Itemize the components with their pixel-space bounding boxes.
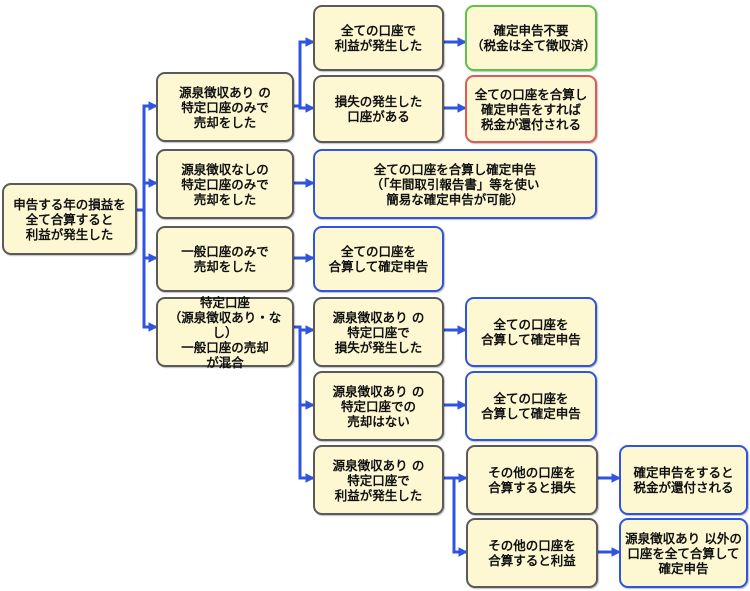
node-a1-text: 源泉徴収あり の 特定口座のみで 売却をした: [179, 84, 271, 130]
node-b5-text: 源泉徴収あり の 特定口座で 損失が発生した: [332, 309, 425, 355]
node-c3: 全ての口座を 合算して確定申告: [465, 297, 597, 367]
node-b4-text: 全ての口座を 合算して確定申告: [328, 244, 429, 274]
node-b2: 損失の発生した 口座がある: [313, 75, 444, 143]
node-d2-text: 源泉徴収あり 以外の 口座を全て合算して 確定申告: [625, 530, 742, 576]
node-c6-text: その他の口座を 合算すると利益: [488, 538, 576, 568]
node-c5-text: その他の口座を 合算すると損失: [488, 465, 576, 495]
node-c2: 全ての口座を合算し 確定申告をすれば 税金が還付される: [465, 75, 597, 143]
connector-a1-trunk: [292, 40, 302, 110]
node-c3-text: 全ての口座を 合算して確定申告: [481, 317, 581, 347]
node-d1: 確定申告をすると 税金が還付される: [619, 445, 748, 515]
node-a1: 源泉徴収あり の 特定口座のみで 売却をした: [156, 72, 294, 142]
node-c4: 全ての口座を 合算して確定申告: [465, 371, 597, 441]
node-c4-text: 全ての口座を 合算して確定申告: [481, 391, 581, 421]
node-c1-text: 確定申告不要 （税金は全て徴収済）: [471, 23, 597, 53]
node-root-text: 申告する年の損益を 全て合算すると 利益が発生した: [13, 196, 126, 242]
node-b3: 全ての口座を合算し確定申告 （「年間取引報告書」等を使い 簡易な確定申告が可能）: [313, 149, 597, 219]
node-c1: 確定申告不要 （税金は全て徴収済）: [465, 5, 597, 71]
node-b6: 源泉徴収あり の 特定口座での 売却はない: [313, 371, 444, 441]
connector-root-trunk: [135, 104, 146, 329]
node-b1: 全ての口座で 利益が発生した: [313, 5, 444, 71]
node-d2: 源泉徴収あり 以外の 口座を全て合算して 確定申告: [619, 518, 748, 588]
node-a4: 特定口座 （源泉徴収あり・なし） 一般口座の売却 が混合: [156, 294, 294, 370]
node-c5: その他の口座を 合算すると損失: [466, 445, 598, 515]
node-d1-text: 確定申告をすると 税金が還付される: [633, 465, 734, 495]
node-c2-text: 全ての口座を合算し 確定申告をすれば 税金が還付される: [474, 86, 588, 132]
connector-b7-trunk: [442, 476, 456, 554]
node-a4-text: 特定口座 （源泉徴収あり・なし） 一般口座の売却 が混合: [168, 294, 282, 370]
node-root: 申告する年の損益を 全て合算すると 利益が発生した: [2, 183, 137, 255]
node-b3-text: 全ての口座を合算し確定申告 （「年間取引報告書」等を使い 簡易な確定申告が可能）: [370, 161, 540, 207]
node-b4: 全ての口座を 合算して確定申告: [313, 226, 444, 292]
node-b7-text: 源泉徴収あり の 特定口座で 利益が発生した: [332, 457, 425, 503]
node-b5: 源泉徴収あり の 特定口座で 損失が発生した: [313, 297, 444, 367]
node-c6: その他の口座を 合算すると利益: [466, 518, 598, 588]
node-b6-text: 源泉徴収あり の 特定口座での 売却はない: [332, 383, 425, 429]
node-b1-text: 全ての口座で 利益が発生した: [334, 23, 423, 53]
node-a3-text: 一般口座のみで 売却をした: [181, 244, 269, 274]
node-b2-text: 損失の発生した 口座がある: [334, 94, 423, 124]
node-a3: 一般口座のみで 売却をした: [156, 226, 294, 292]
node-a2-text: 源泉徴収なしの 特定口座のみで 売却をした: [181, 161, 269, 207]
node-a2: 源泉徴収なしの 特定口座のみで 売却をした: [156, 149, 294, 219]
node-b7: 源泉徴収あり の 特定口座で 利益が発生した: [313, 445, 444, 515]
connector-a4-trunk: [292, 325, 302, 480]
